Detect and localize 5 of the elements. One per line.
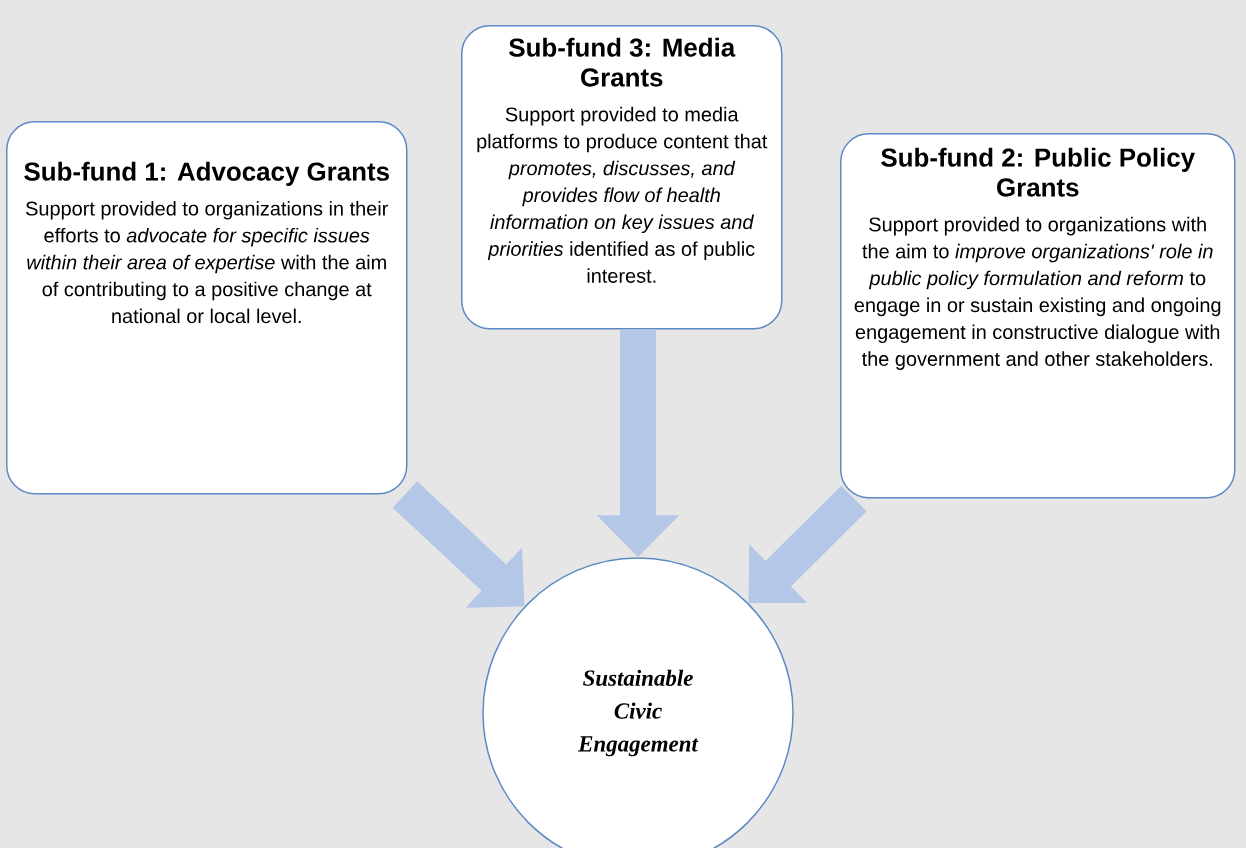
- block-arrow: [748, 485, 867, 604]
- grant-box: Sub-fund 2: Public Policy Grants Support provided to organizations with the aim to improve organizations' role in public policy formulation and reform to engage in or sustain existing and ongoing engagement in constructive dialogue with the government and other stakeholders.: [840, 133, 1236, 499]
- block-arrow: [392, 481, 525, 608]
- grant-box: Sub-fund 1: Advocacy Grants Support provided to organizations in their efforts to advocate for specific issues within their area of expertise with the aim of contributing to a positive change at national or local level.: [6, 121, 408, 495]
- grant-box: Sub-fund 3: Media Grants Support provided to media platforms to produce content that promotes, discusses, and provides flow of health information on key issues and priorities identified as of public interest.: [461, 25, 783, 330]
